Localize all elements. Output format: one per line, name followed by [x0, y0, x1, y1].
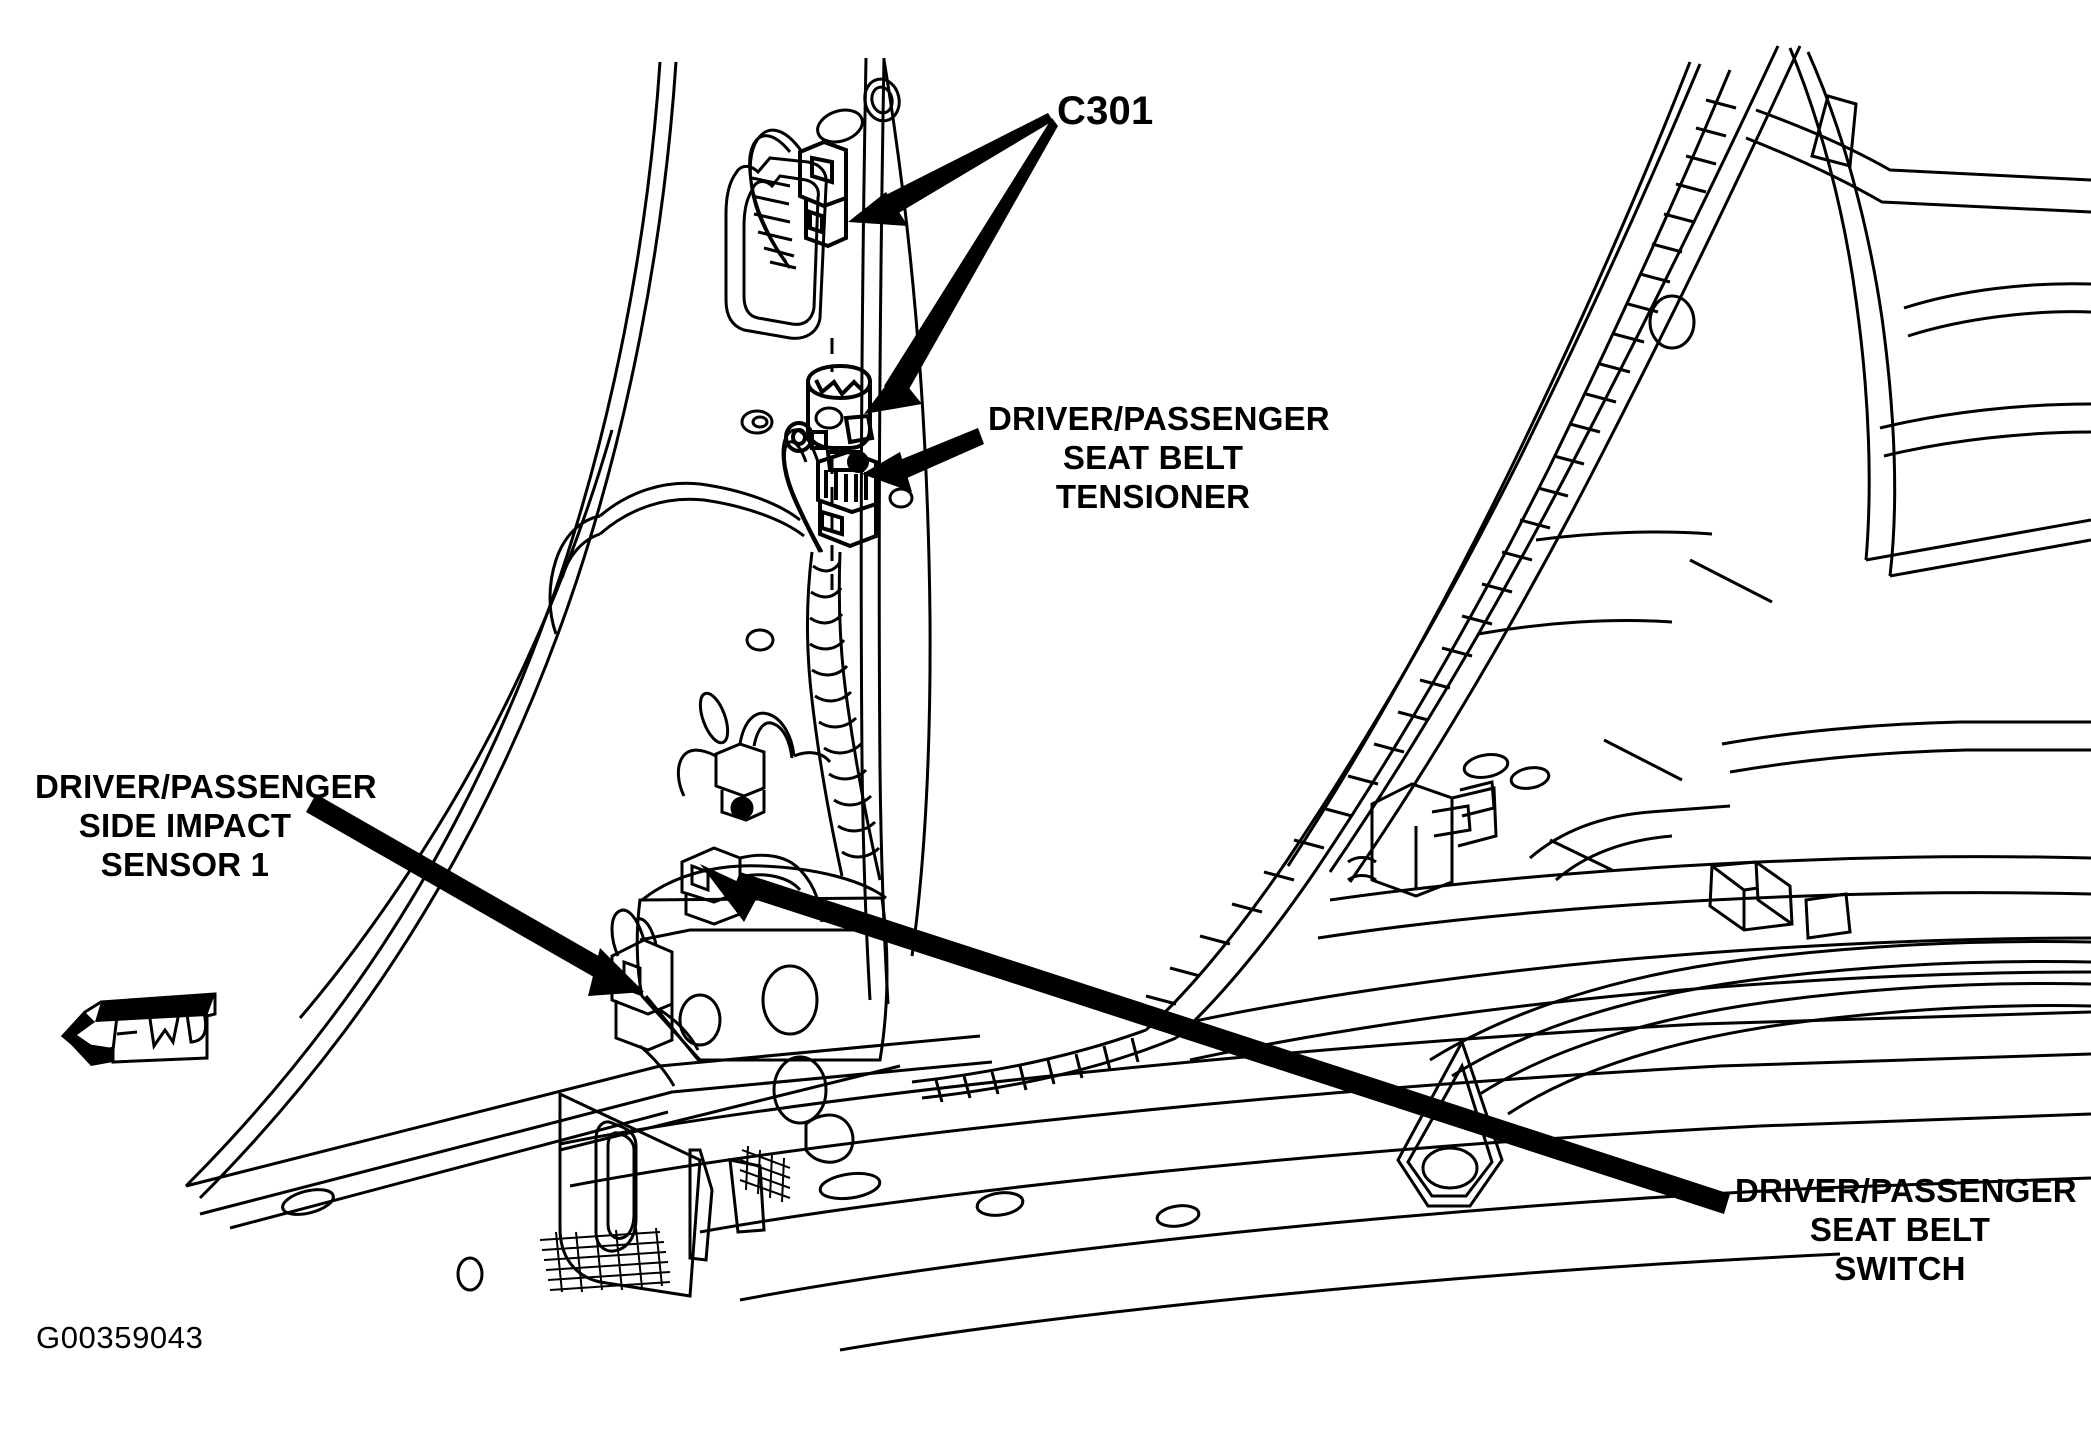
callout-line: SENSOR 1 — [100, 845, 270, 883]
arrow-seat-belt-switch — [700, 864, 1730, 1214]
callout-line: SEAT BELT — [1809, 1210, 1991, 1248]
arrow-tensioner — [862, 428, 984, 492]
arrow-c301-upper — [848, 113, 1053, 226]
figure-reference-code: G00359043 — [36, 1320, 204, 1355]
callout-line: SIDE IMPACT — [78, 806, 292, 844]
callout-line: SWITCH — [1834, 1249, 1966, 1287]
callout-line: DRIVER/PASSENGER — [35, 768, 377, 805]
callout-line: SEAT BELT — [1062, 438, 1244, 476]
callout-line: DRIVER/PASSENGER — [1735, 1172, 2077, 1209]
arrow-side-impact-sensor — [306, 794, 644, 996]
fwd-arrow-icon — [55, 988, 225, 1068]
callout-line: TENSIONER — [1055, 477, 1251, 515]
arrow-c301-lower — [864, 118, 1058, 414]
callout-c301: C301 — [1057, 89, 1154, 133]
callout-line: DRIVER/PASSENGER — [988, 400, 1330, 437]
